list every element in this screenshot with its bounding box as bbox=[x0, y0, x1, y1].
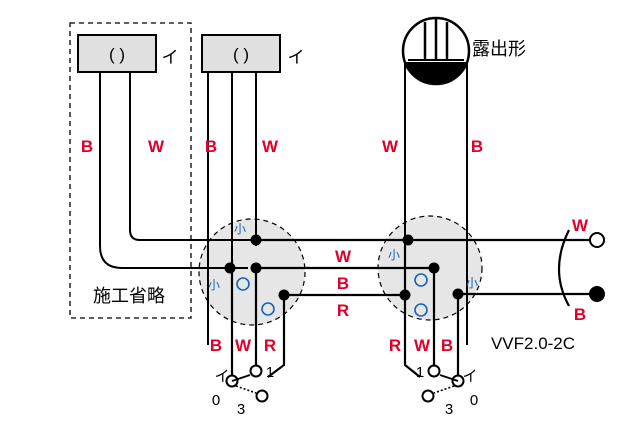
terminal-label: 1 bbox=[416, 364, 424, 381]
terminal-label: 1 bbox=[266, 364, 274, 381]
source-terminal-b bbox=[589, 286, 605, 302]
terminal-label: 3 bbox=[237, 401, 245, 418]
terminal-label: 0 bbox=[212, 392, 220, 409]
sleeve-marker: 小 bbox=[466, 276, 478, 290]
bottom-switch-right: イ 0 1 3 bbox=[416, 364, 478, 418]
omitted-area-boundary bbox=[69, 22, 192, 319]
wire-label: W bbox=[414, 336, 431, 355]
wire-label: B bbox=[471, 137, 483, 156]
sleeve-marker: 小 bbox=[208, 278, 220, 292]
connection-dots bbox=[224, 234, 464, 301]
wire-label: B bbox=[337, 274, 349, 293]
switch-symbol: ( ) bbox=[109, 45, 125, 64]
wire-label: R bbox=[337, 301, 349, 320]
switch-symbol: ( ) bbox=[233, 45, 249, 64]
terminal-label: 3 bbox=[445, 401, 453, 418]
switch-mark: イ bbox=[162, 48, 179, 67]
wire-label: W bbox=[335, 247, 352, 266]
wire-label: B bbox=[205, 137, 217, 156]
lamp-symbol bbox=[401, 16, 471, 86]
terminal-label: イ bbox=[462, 368, 477, 385]
wire-label: W bbox=[572, 216, 589, 235]
sleeve-marker: 小 bbox=[234, 222, 246, 236]
wire-label: B bbox=[441, 336, 453, 355]
wire-label: R bbox=[264, 336, 276, 355]
cable-outlines bbox=[99, 62, 468, 345]
wire-label: W bbox=[235, 336, 252, 355]
wire-label: W bbox=[382, 137, 399, 156]
wire-label: W bbox=[262, 137, 279, 156]
switch-mark: イ bbox=[288, 48, 305, 67]
wire-label: B bbox=[210, 336, 222, 355]
wire-label: B bbox=[81, 137, 93, 156]
wire-label: W bbox=[148, 137, 165, 156]
sleeve-circles bbox=[236, 273, 428, 317]
wires bbox=[230, 229, 591, 378]
junction-box-left bbox=[198, 218, 306, 326]
source-terminal-w bbox=[589, 232, 605, 248]
wire-label: B bbox=[574, 305, 586, 324]
omitted-area-label: 施工省略 bbox=[93, 286, 165, 306]
cable-spec-label: VVF2.0-2C bbox=[491, 334, 575, 353]
lamp-label: 露出形 bbox=[472, 39, 526, 59]
top-switch-right: ( ) イ bbox=[201, 34, 305, 73]
terminal-label: イ bbox=[214, 368, 229, 385]
bottom-switch-left: イ 0 1 3 bbox=[212, 364, 274, 418]
sleeve-marker: 小 bbox=[388, 248, 400, 262]
terminal-label: 0 bbox=[470, 392, 478, 409]
wire-label: R bbox=[389, 336, 401, 355]
top-switch-left: ( ) イ bbox=[77, 34, 179, 73]
